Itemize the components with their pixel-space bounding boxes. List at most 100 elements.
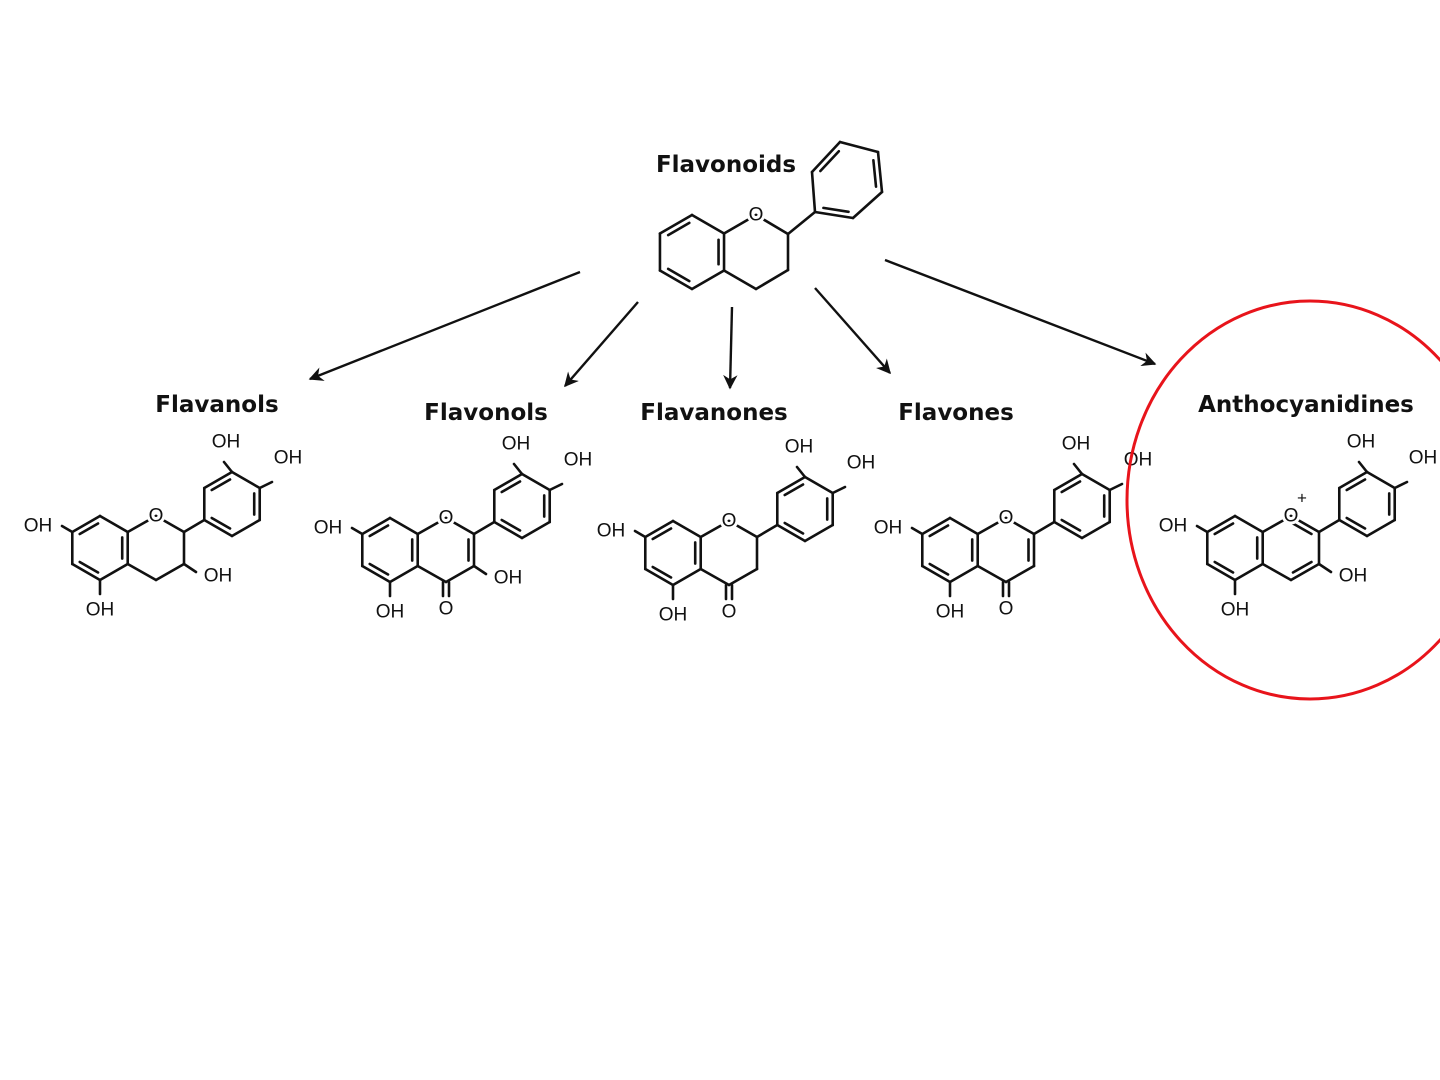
hydroxyl-3-prime: OH [212, 432, 241, 453]
highlight-circle [1125, 299, 1440, 701]
bond [1337, 518, 1369, 538]
bond [472, 564, 488, 576]
double-bond [651, 565, 673, 579]
bond [810, 170, 817, 214]
double-bond [822, 206, 850, 214]
bond [1080, 472, 1112, 492]
double-bond [1213, 560, 1235, 574]
bond [1032, 520, 1056, 536]
bond [444, 564, 476, 584]
double-bond [1060, 518, 1082, 532]
bond [1205, 514, 1237, 534]
bond [910, 526, 924, 536]
bond [512, 462, 524, 476]
double-bond [928, 524, 950, 538]
bond [388, 564, 420, 584]
bond [1317, 518, 1341, 534]
bond [851, 190, 884, 220]
bond [658, 269, 694, 291]
bond [202, 470, 234, 490]
bond [643, 567, 675, 587]
flavonoid-core-structure: O [658, 140, 884, 291]
bond [976, 516, 1008, 536]
bond [360, 516, 392, 536]
hydroxyl-5: OH [376, 602, 405, 623]
double-bond [210, 516, 232, 530]
bond [803, 475, 835, 495]
double-bond [368, 562, 390, 576]
arrow-to-flavanones [723, 306, 738, 390]
bond [1337, 470, 1369, 490]
bond [60, 524, 74, 534]
bond [754, 268, 790, 291]
arrow-to-flavonols [564, 301, 639, 388]
double-bond [1291, 522, 1313, 536]
bond [1205, 562, 1237, 582]
double-bond [651, 527, 673, 541]
label-anthocyanidines: Anthocyanidines [1198, 392, 1414, 418]
bond [727, 567, 759, 587]
bond [876, 150, 884, 194]
bond [754, 213, 790, 236]
bond [1261, 562, 1293, 582]
label-flavones: Flavones [898, 400, 1014, 426]
bond [671, 567, 703, 587]
double-bond [783, 521, 805, 535]
bond [1052, 520, 1084, 540]
label-flavanones: Flavanones [640, 400, 787, 426]
bond [775, 475, 807, 495]
bond [70, 562, 102, 582]
bond [154, 562, 186, 582]
bond [699, 519, 731, 539]
double-bond [1345, 516, 1367, 530]
double-bond [1291, 560, 1313, 574]
ring-oxygen: O [999, 508, 1014, 529]
bond [1004, 516, 1036, 536]
hydroxyl-7: OH [874, 518, 903, 539]
hydroxyl-5: OH [659, 605, 688, 626]
bond [416, 564, 448, 584]
bond [690, 213, 726, 235]
bond [548, 482, 564, 492]
bond [1108, 482, 1124, 492]
double-bond [78, 560, 100, 574]
bond [1261, 514, 1293, 534]
hydroxyl-3-prime: OH [502, 434, 531, 455]
double-bond [500, 480, 522, 494]
bond [722, 269, 758, 291]
bond [727, 519, 759, 539]
double-bond [666, 267, 691, 283]
double-bond [872, 158, 878, 188]
bond [976, 564, 1008, 584]
bond [222, 460, 234, 474]
bond [202, 518, 234, 538]
bond [755, 523, 779, 539]
positive-charge: + [1297, 489, 1307, 508]
bond [699, 567, 731, 587]
arrow-to-flavones [814, 287, 891, 375]
bond [1365, 470, 1397, 490]
hydroxyl-5: OH [936, 602, 965, 623]
bond [1357, 460, 1369, 474]
arrow-to-anthocyanidines [884, 258, 1157, 367]
label-flavonols: Flavonols [424, 400, 548, 426]
double-bond [368, 524, 390, 538]
ring-oxygen: O [149, 506, 164, 527]
double-bond [210, 478, 232, 492]
bond [813, 210, 855, 220]
hydroxyl-5: OH [86, 600, 115, 621]
bond [1195, 524, 1209, 534]
ring-oxygen: O [1284, 506, 1299, 527]
bond [520, 520, 552, 540]
hydroxyl-5: OH [1221, 600, 1250, 621]
ring-oxygen: O [749, 205, 764, 226]
hydroxyl-3-prime: OH [785, 437, 814, 458]
label-flavanols: Flavanols [155, 392, 278, 418]
bond [920, 516, 952, 536]
bond [416, 516, 448, 536]
hydroxyl-7: OH [314, 518, 343, 539]
bond [1233, 514, 1265, 534]
